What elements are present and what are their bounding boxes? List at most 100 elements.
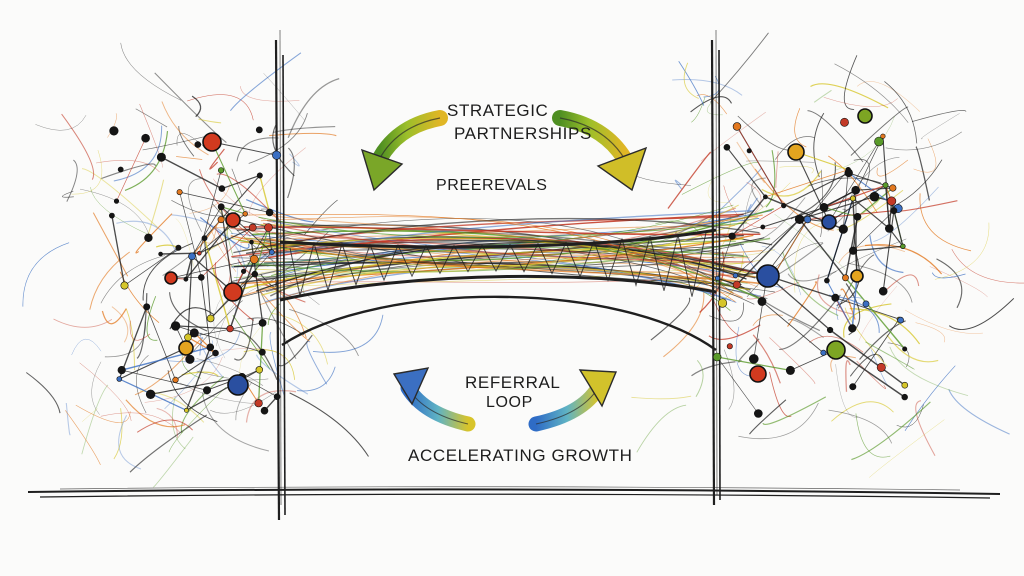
bridge-arch (281, 295, 717, 351)
network-edge (161, 156, 223, 190)
network-node (183, 407, 189, 413)
network-node (753, 409, 763, 418)
scribble-stroke (672, 78, 743, 96)
scribble-stroke (895, 200, 958, 212)
scribble-stroke (287, 77, 340, 139)
network-edge (119, 347, 187, 380)
network-edge (726, 146, 766, 198)
label-preerevals: PREEREVALS (436, 177, 548, 194)
network-node (227, 374, 249, 396)
scribble-stroke (869, 235, 904, 274)
scribble-stroke (836, 297, 863, 320)
scribble-stroke (289, 308, 359, 357)
network-node (273, 393, 281, 401)
scribble-stroke (904, 309, 983, 334)
network-edge (716, 356, 759, 414)
scribble-stroke (214, 262, 254, 322)
network-node (717, 298, 728, 308)
network-node (218, 167, 225, 174)
scribble-stroke (277, 334, 313, 367)
scribble-stroke (79, 188, 151, 241)
scribble-stroke (876, 159, 909, 177)
network-node (264, 223, 273, 232)
scribble-stroke (807, 110, 864, 163)
network-edge (844, 277, 906, 350)
scribble-stroke (700, 111, 766, 162)
scribble-stroke (172, 396, 186, 450)
scribble-stroke (233, 318, 254, 361)
scribble-stroke (156, 407, 179, 438)
scribble-stroke (81, 168, 158, 228)
network-edge (823, 206, 858, 218)
network-edge (185, 256, 193, 280)
scribble-stroke (765, 150, 776, 208)
network-node (803, 215, 812, 224)
scribble-stroke (259, 290, 310, 342)
scribble-stroke (92, 212, 129, 277)
network-node (117, 166, 124, 173)
scribble-stroke (921, 113, 960, 140)
network-node (184, 333, 192, 342)
scribble-stroke (816, 274, 853, 315)
scribble-stroke (683, 62, 699, 99)
network-node (117, 366, 126, 375)
network-node (876, 362, 886, 372)
scribble-stroke (35, 115, 87, 131)
network-node (848, 324, 857, 333)
network-edge (851, 275, 858, 329)
scribble-stroke (678, 61, 705, 106)
bottom-left-arrow (392, 367, 476, 432)
scribble-stroke (147, 179, 165, 235)
scribble-stroke (828, 238, 907, 277)
scribble-stroke (22, 242, 70, 307)
network-node (862, 300, 870, 308)
scribble-stroke (209, 148, 225, 170)
network-node (203, 386, 212, 395)
network-edge (731, 196, 766, 237)
scribble-stroke (746, 160, 815, 163)
scribble-stroke (948, 389, 1010, 435)
network-edge (731, 205, 784, 237)
top-left-arrow (360, 110, 448, 192)
network-node (850, 195, 856, 202)
scribble-stroke (269, 132, 337, 137)
network-node (874, 136, 884, 147)
network-node (842, 274, 849, 282)
network-node (848, 246, 858, 255)
network-node (732, 272, 739, 279)
scribble-stroke (855, 413, 891, 458)
scribble-stroke (703, 75, 720, 98)
network-edge (259, 175, 271, 213)
scribble-stroke (71, 338, 102, 356)
scribble-stroke (873, 186, 939, 242)
network-node (120, 281, 129, 290)
network-edge (257, 322, 264, 404)
scribble-stroke (139, 103, 163, 168)
network-edge (799, 218, 847, 279)
network-node (726, 343, 733, 350)
scribble-stroke (152, 436, 194, 488)
scribble-stroke (91, 361, 102, 415)
scribble-stroke (775, 136, 815, 160)
scribble-stroke (65, 402, 71, 436)
scribble-stroke (849, 353, 885, 377)
scribble-stroke (915, 322, 946, 343)
network-node (217, 203, 225, 211)
network-node (853, 213, 862, 221)
scribble-stroke (287, 147, 295, 199)
scribble-stroke (691, 361, 736, 377)
scribble-stroke (272, 123, 295, 177)
label-accelerating-growth: ACCELERATING GROWTH (408, 446, 633, 465)
scribble-stroke (869, 419, 945, 478)
network-node (900, 243, 906, 250)
scribble-stroke (82, 408, 98, 422)
scribble-stroke (240, 86, 300, 102)
scribble-stroke (749, 399, 787, 435)
scribble-stroke (663, 288, 705, 358)
network-node (249, 254, 259, 264)
scribble-stroke (650, 297, 691, 341)
network-node (826, 340, 846, 360)
network-edge (795, 151, 849, 171)
